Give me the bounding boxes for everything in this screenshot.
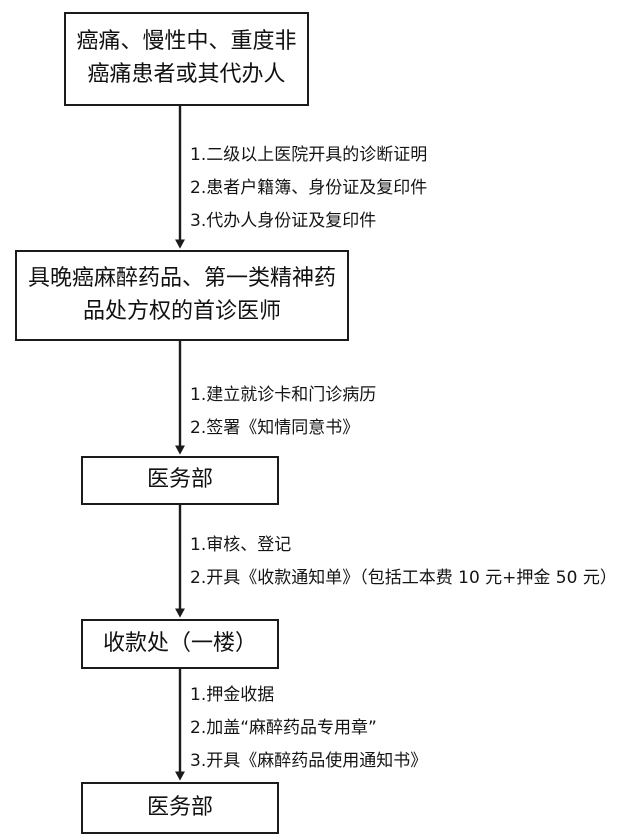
annotation-registration-item-1: 1.建立就诊卡和门诊病历 xyxy=(190,385,377,405)
node-cashier[interactable]: 收款处（一楼） xyxy=(81,619,279,669)
annotation-review: 1.审核、登记 2.开具《收款通知单》（包括工本费 10 元+押金 50 元） xyxy=(190,529,617,595)
node-physician-line-2: 品处方权的首诊医师 xyxy=(82,298,281,324)
node-medical-affairs-first[interactable]: 医务部 xyxy=(81,456,279,505)
node-medical-affairs-first-label: 医务部 xyxy=(146,467,213,493)
annotation-documents: 1.二级以上医院开具的诊断证明 2.患者户籍簿、身份证及复印件 3.代办人身份证… xyxy=(190,139,427,238)
annotation-registration: 1.建立就诊卡和门诊病历 2.签署《知情同意书》 xyxy=(190,379,376,445)
annotation-documents-item-3: 3.代办人身份证及复印件 xyxy=(190,211,377,232)
annotation-deposit: 1.押金收据 2.加盖“麻醉药品专用章” 3.开具《麻醉药品使用通知书》 xyxy=(190,679,427,778)
annotation-documents-item-1: 1.二级以上医院开具的诊断证明 xyxy=(190,145,428,165)
annotation-review-item-2: 2.开具《收款通知单》（包括工本费 10 元+押金 50 元） xyxy=(190,568,617,589)
node-physician[interactable]: 具晚癌麻醉药品、第一类精神药 品处方权的首诊医师 xyxy=(15,250,349,341)
annotation-deposit-item-1: 1.押金收据 xyxy=(190,685,275,705)
node-cashier-label: 收款处（一楼） xyxy=(102,630,257,656)
node-applicant-line-2: 癌痛患者或其代办人 xyxy=(87,62,286,87)
node-medical-affairs-second-label: 医务部 xyxy=(146,794,213,820)
annotation-deposit-item-2: 2.加盖“麻醉药品专用章” xyxy=(190,718,377,739)
node-applicant[interactable]: 癌痛、慢性中、重度非 癌痛患者或其代办人 xyxy=(64,12,309,106)
node-physician-line-1: 具晚癌麻醉药品、第一类精神药 xyxy=(27,265,336,291)
annotation-deposit-item-3: 3.开具《麻醉药品使用通知书》 xyxy=(190,751,428,772)
node-applicant-line-1: 癌痛、慢性中、重度非 xyxy=(76,29,297,55)
annotation-registration-item-2: 2.签署《知情同意书》 xyxy=(190,418,360,439)
annotation-review-item-1: 1.审核、登记 xyxy=(190,535,292,555)
node-medical-affairs-second[interactable]: 医务部 xyxy=(81,782,279,834)
annotation-documents-item-2: 2.患者户籍簿、身份证及复印件 xyxy=(190,178,428,199)
